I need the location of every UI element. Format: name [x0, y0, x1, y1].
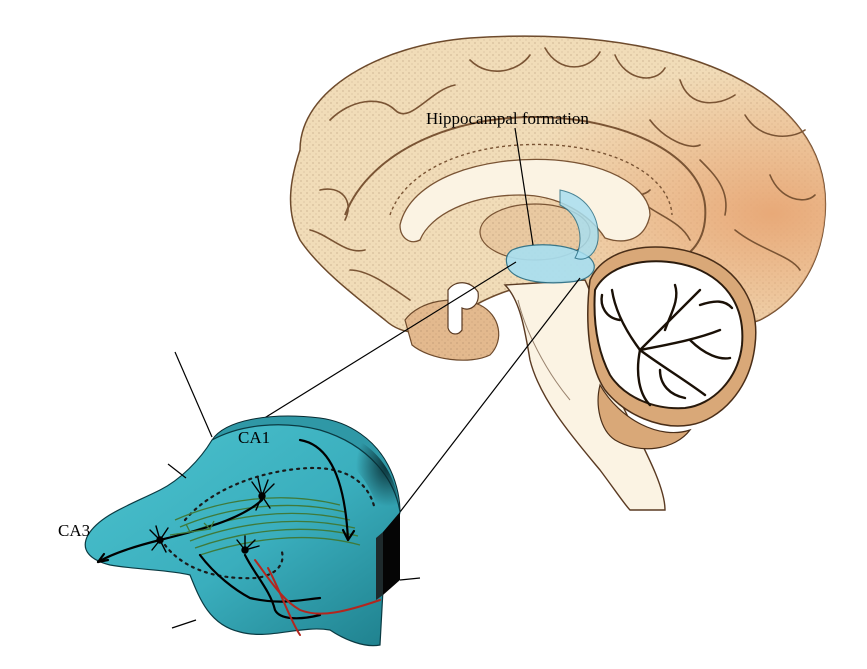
ca1-label: CA1 — [238, 428, 271, 447]
projection-lines — [257, 261, 581, 513]
green-dendrites — [169, 520, 215, 536]
arbor-vitae — [600, 283, 734, 407]
sulci — [309, 47, 816, 301]
ca3-label: CA3 — [58, 521, 91, 540]
hippocampal-formation-label: Hippocampal formation — [426, 109, 589, 128]
cerebellum — [587, 246, 757, 450]
red-pathway — [254, 559, 381, 636]
axon-pathways — [96, 438, 356, 620]
pyramidal-neurons — [149, 477, 275, 554]
hippocampus-highlight — [505, 189, 599, 284]
hippocampus-inset — [84, 351, 421, 647]
hippocampal-leader-line — [514, 127, 534, 246]
inset-pointer-lines — [167, 351, 421, 629]
